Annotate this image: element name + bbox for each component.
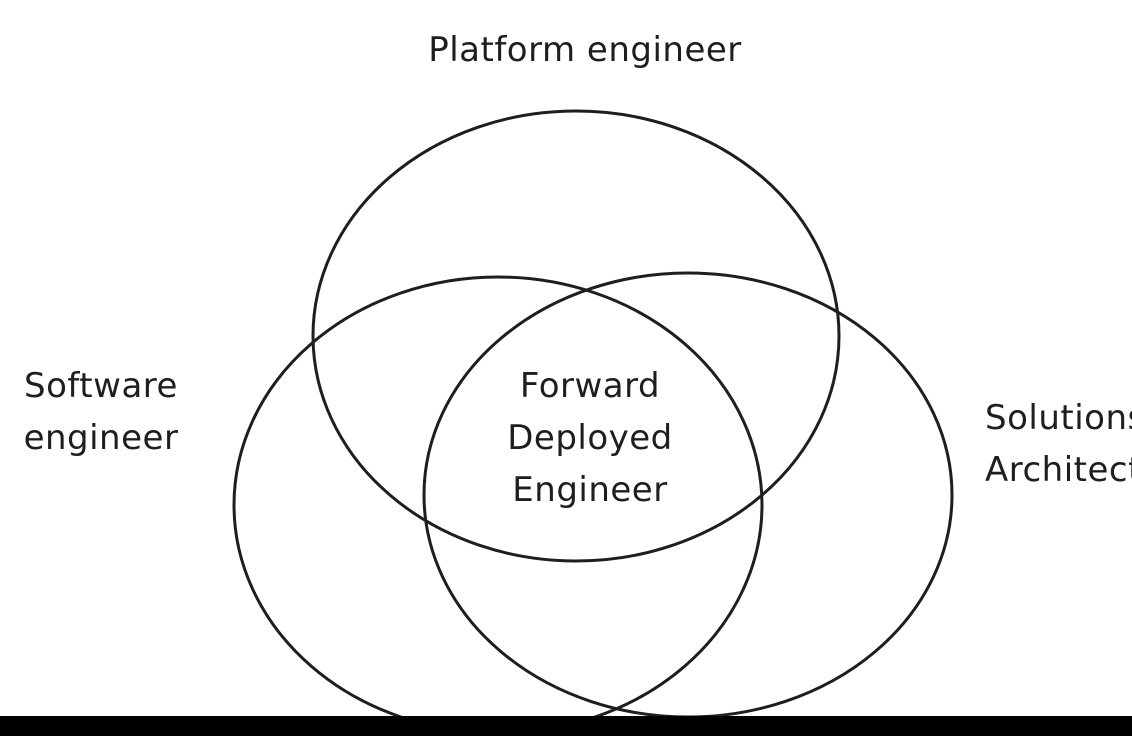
label-intersection-line-2: Deployed [507, 418, 673, 458]
label-software-engineer-line-2: engineer [23, 418, 179, 458]
label-solutions-architect-line-1: Solutions [985, 398, 1132, 438]
bottom-bar [0, 716, 1132, 736]
label-intersection-line-1: Forward [519, 366, 661, 406]
label-solutions-architect-line-2: Architect [985, 450, 1132, 490]
circle-platform-engineer [311, 109, 841, 563]
label-forward-deployed-engineer: Forward Deployed Engineer [480, 360, 700, 516]
label-intersection-line-3: Engineer [512, 470, 668, 510]
label-software-engineer-line-1: Software [24, 366, 178, 406]
label-solutions-architect: Solutions Architect [985, 392, 1132, 496]
label-platform-engineer: Platform engineer [410, 24, 760, 76]
label-software-engineer: Software engineer [6, 360, 196, 464]
label-platform-engineer-text: Platform engineer [428, 30, 742, 70]
